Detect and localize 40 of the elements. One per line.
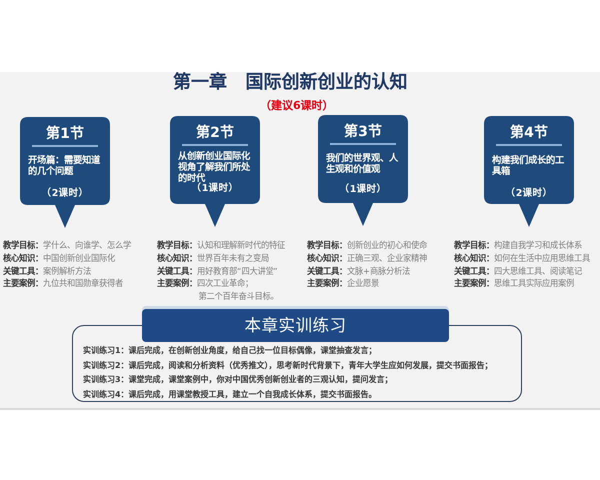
section-title: 从创新创业国际化视角了解我们所处的时代 [178, 151, 252, 184]
info-text: 核心知识：世界百年未有之变局 [157, 252, 270, 265]
section-heading: 第4节 [510, 124, 548, 142]
info-text: 核心知识：中国创新创业国际化 [3, 252, 116, 265]
hours-note: （建议6课时） [260, 99, 334, 113]
info-text: 关键工具：案例解析方法 [3, 264, 92, 278]
exercise-text: 实训练习4：课后完成，用课堂教授工具，建立一个自我成长体系，提交书面报告。 [83, 388, 377, 401]
section-title: 构建我们成长的工具箱 [492, 155, 565, 177]
info-text: 主要案例：九位共和国勋章获得者 [3, 277, 124, 290]
info-text: 核心知识：如何在生活中应用思维工具 [454, 252, 591, 265]
class-hours: （1课时） [192, 183, 238, 195]
info-text: 主要案例：四次工业革命；第二个百年奋斗目标。 [157, 277, 280, 303]
info-text: 关键工具：文脉+商脉分析法 [307, 264, 410, 278]
class-hours: （1课时） [340, 184, 386, 196]
chapter-title: 第一章 国际创新创业的认知 [173, 72, 408, 94]
info-text: 教学目标：构建自我学习和成长体系 [454, 239, 583, 252]
info-text: 主要案例：企业愿景 [307, 277, 380, 290]
info-text: 教学目标：认知和理解新时代的特征 [157, 239, 286, 252]
exercise-text: 实训练习3：课堂完成，课堂案例中，你对中国优秀创新创业者的三观认知，提问发言； [83, 374, 393, 386]
section-heading: 第3节 [344, 123, 382, 141]
header-title: 本章实训练习 [244, 316, 346, 336]
speech-bubble [170, 116, 260, 227]
section-heading: 第1节 [46, 125, 84, 143]
info-text: 教学目标：学什么、向谁学、怎么学 [3, 239, 131, 252]
section-title: 开场篇：需要知道的几个问题 [28, 155, 102, 177]
exercise-text: 实训练习2：课后完成，阅读和分析资料（优秀推文），思考新时代背景下，青年大学生应如何发展，提交书面报告； [83, 360, 493, 372]
class-hours: （2课时） [506, 188, 552, 200]
header-bar [142, 309, 449, 342]
exercise-text: 实训练习1：课后完成，在创新创业角度，给自己找一位目标偶像，课堂抽查发言； [83, 344, 377, 357]
section-title: 我们的世界观、人生观和价值观 [326, 153, 400, 175]
info-text: 关键工具：四大思维工具、阅读笔记 [454, 264, 582, 278]
info-text: 核心知识：正确三观、企业家精神 [307, 252, 427, 265]
info-text: 主要案例：思维工具实际应用案例 [454, 277, 575, 290]
speech-bubble [318, 115, 408, 226]
class-hours: （2课时） [42, 188, 88, 200]
info-text: 教学目标：创新创业的初心和使命 [307, 239, 428, 252]
section-heading: 第2节 [196, 124, 234, 142]
speech-bubble [20, 117, 110, 228]
info-text: 关键工具：用好教育部“四大讲堂” [157, 264, 278, 278]
speech-bubble [484, 116, 574, 227]
